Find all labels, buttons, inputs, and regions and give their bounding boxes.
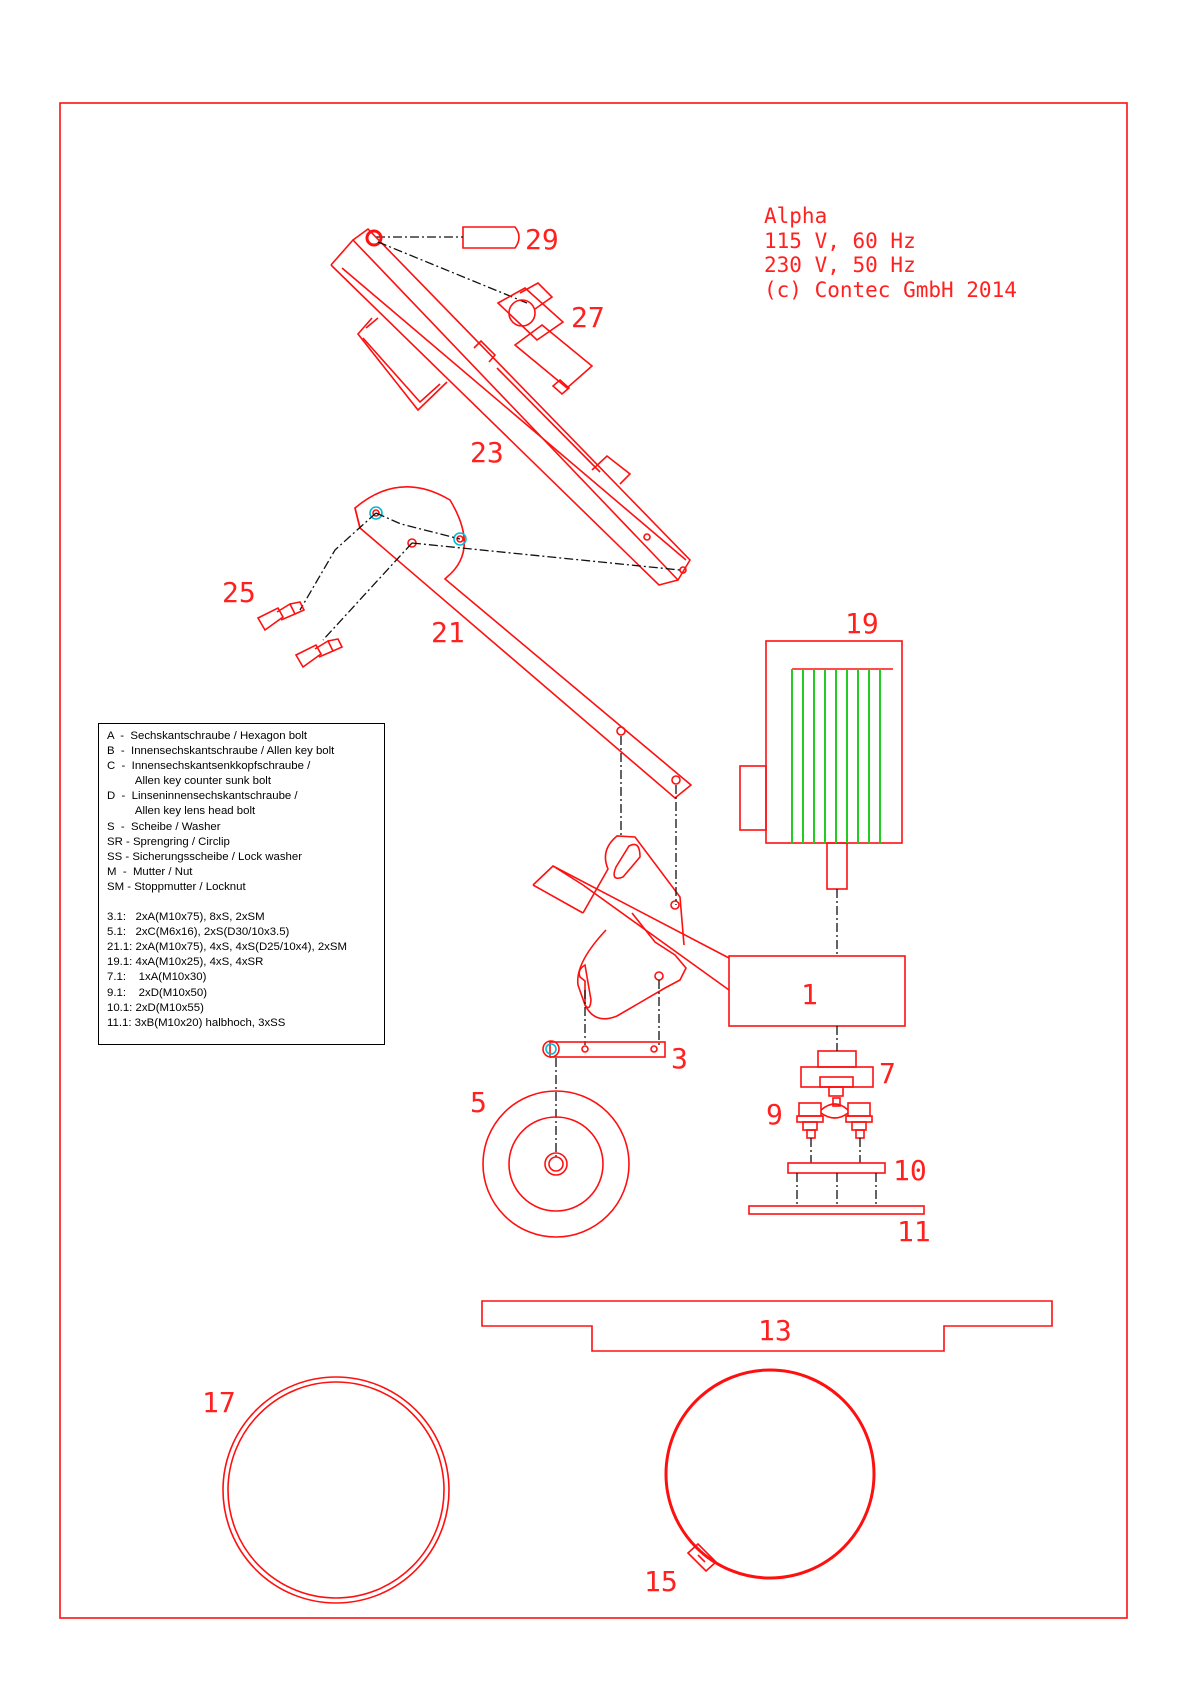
legend-fastener-spec: 5.1: 2xC(M6x16), 2xS(D30/10x3.5): [107, 926, 290, 939]
part-10-plate: [787, 1162, 886, 1207]
label-part-29: 29: [525, 223, 559, 256]
legend-fastener-spec: 3.1: 2xA(M10x75), 8xS, 2xSM: [107, 911, 265, 924]
label-part-27: 27: [571, 301, 605, 334]
label-part-9: 9: [766, 1098, 783, 1131]
legend-abbreviation: SR - Sprengring / Circlip: [107, 835, 230, 848]
legend-spacer: [107, 895, 376, 910]
part-15-ring: [664, 1368, 876, 1580]
title-line-voltage-60hz: 115 V, 60 Hz: [764, 229, 916, 253]
part-3-link: [542, 1040, 666, 1158]
part-11-base-plate: [748, 1205, 925, 1215]
legend-abbreviation: M - Mutter / Nut: [107, 865, 193, 878]
label-part-1: 1: [801, 978, 818, 1011]
legend-abbreviation: S - Scheibe / Washer: [107, 820, 221, 833]
part-1-main-body: [532, 736, 906, 1045]
legend-abbreviation: B - Innensechskantschraube / Allen key b…: [107, 745, 335, 758]
label-part-19: 19: [845, 607, 879, 640]
part-21-arm: [299, 485, 693, 800]
legend-abbreviation: Allen key counter sunk bolt: [107, 775, 271, 788]
label-part-13: 13: [758, 1314, 792, 1347]
legend-abbreviation: SM - Stoppmutter / Locknut: [107, 880, 246, 893]
label-part-21: 21: [431, 616, 465, 649]
legend-fastener-spec: 7.1: 1xA(M10x30): [107, 971, 207, 984]
title-line-copyright: (c) Contec GmbH 2014: [764, 278, 1017, 302]
legend-fastener-spec: 11.1: 3xB(M10x20) halbhoch, 3xSS: [107, 1016, 286, 1029]
part-23-arm: [330, 227, 692, 586]
part-19-motor: [739, 640, 903, 956]
legend-fastener-spec: 19.1: 4xA(M10x25), 4xS, 4xSR: [107, 956, 264, 969]
label-part-3: 3: [671, 1042, 688, 1075]
legend-abbreviation: A - Sechskantschraube / Hexagon bolt: [107, 730, 308, 742]
label-part-7: 7: [879, 1057, 896, 1090]
title-line-product: Alpha: [764, 204, 827, 228]
label-part-10: 10: [893, 1154, 927, 1187]
motor-cooling-fins: [791, 669, 881, 843]
legend-abbreviation: C - Innensechskantsenkkopfschraube /: [107, 760, 311, 773]
part-number-labels: 29 27 23 25 21 19 1 3 5 7 9 10 11 13 15 …: [202, 223, 931, 1598]
part-29-pin: [376, 226, 520, 249]
fastener-legend: A - Sechskantschraube / Hexagon bolt B -…: [98, 723, 385, 1045]
label-part-23: 23: [470, 436, 504, 469]
part-7-coupling: [800, 1026, 874, 1097]
label-part-25: 25: [222, 576, 256, 609]
drawing-frame: [59, 102, 1128, 1619]
part-25-knobs: [256, 601, 344, 669]
label-part-11: 11: [897, 1215, 931, 1248]
title-block: Alpha 115 V, 60 Hz 230 V, 50 Hz (c) Cont…: [764, 204, 1017, 302]
part-13-guard: [481, 1300, 1053, 1352]
part-17-ring: [222, 1376, 450, 1604]
part-27-clamp: [496, 282, 594, 396]
part-5-wheel: [482, 1090, 630, 1238]
label-part-15: 15: [644, 1565, 678, 1598]
label-part-17: 17: [202, 1386, 236, 1419]
part-9-bolts: [796, 1097, 873, 1163]
legend-abbreviation: SS - Sicherungsscheibe / Lock washer: [107, 850, 303, 863]
legend-abbreviation: Allen key lens head bolt: [107, 805, 256, 818]
legend-fastener-spec: 9.1: 2xD(M10x50): [107, 986, 208, 999]
title-line-voltage-50hz: 230 V, 50 Hz: [764, 253, 916, 277]
label-part-5: 5: [470, 1086, 487, 1119]
legend-fastener-spec: 10.1: 2xD(M10x55): [107, 1001, 204, 1014]
legend-fastener-spec: 21.1: 2xA(M10x75), 4xS, 4xS(D25/10x4), 2…: [107, 941, 347, 954]
legend-abbreviation: D - Linseninnensechskantschraube /: [107, 790, 298, 803]
